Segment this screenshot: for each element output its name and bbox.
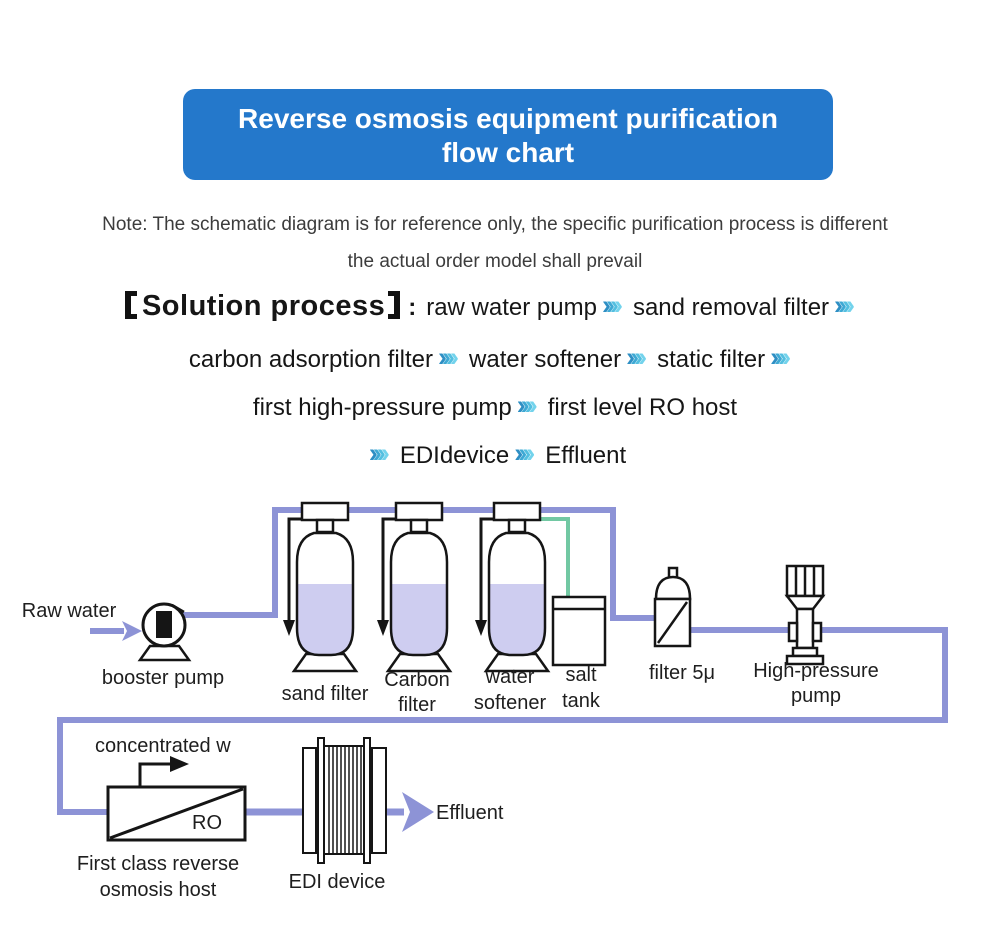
step-first-level-ro-host: first level RO host — [547, 394, 738, 421]
flow-chevrons-icon: ›››› — [438, 342, 459, 372]
high-pressure-pump-label-2: pump — [791, 685, 841, 707]
step-edi-device: EDIdevice — [399, 442, 510, 469]
filter-5u-label: filter 5μ — [649, 662, 715, 684]
flow-diagram: RO Raw water booster pump sand filter — [22, 501, 948, 901]
solution-line-2: carbon adsorption filter››››water soften… — [0, 340, 990, 378]
solution-prefix: Solution process — [141, 290, 386, 322]
ro-host-icon: RO — [106, 785, 247, 842]
booster-pump-icon — [137, 602, 192, 662]
main-pipe — [57, 507, 948, 815]
step-sand-removal-filter: sand removal filter — [632, 294, 830, 321]
step-raw-water-pump: raw water pump — [426, 294, 597, 321]
carbon-filter-tank-icon — [386, 501, 452, 673]
effluent-arrow-icon — [402, 792, 434, 832]
booster-pump-label: booster pump — [102, 667, 224, 689]
high-pressure-pump-icon — [784, 564, 826, 666]
water-softener-label-1: water — [485, 666, 535, 688]
edi-device-label: EDI device — [289, 871, 386, 893]
ro-host-label-2: osmosis host — [100, 879, 217, 901]
edi-device-icon — [302, 737, 387, 864]
solution-line-4: ››››EDIdevice››››Effluent — [0, 436, 990, 474]
feed-arrow-water-softener — [475, 517, 496, 636]
salt-tank-label-1: salt — [565, 664, 597, 686]
solution-line-1: Solution process:raw water pump››››sand … — [0, 288, 990, 326]
ro-label: RO — [192, 812, 222, 834]
water-softener-tank-icon — [484, 501, 550, 673]
salt-tank-icon — [551, 595, 607, 667]
ro-host-label-1: First class reverse — [77, 853, 239, 875]
step-water-softener: water softener — [469, 346, 622, 373]
step-first-high-pressure-pump: first high-pressure pump — [252, 394, 512, 421]
step-effluent: Effluent — [545, 442, 627, 469]
flow-chevrons-icon: ›››› — [601, 290, 623, 320]
title-banner: Reverse osmosis equipment purification f… — [183, 89, 833, 180]
filter-5u-icon — [653, 566, 692, 648]
title-line-2: flow chart — [441, 137, 575, 168]
lenticular-bracket-open-icon — [124, 291, 137, 319]
carbon-filter-label-1: Carbon — [384, 669, 450, 691]
sand-filter-label: sand filter — [282, 683, 369, 705]
effluent-label: Effluent — [436, 802, 504, 824]
flow-chevrons-icon: ›››› — [770, 342, 791, 372]
note-line-1: Note: The schematic diagram is for refer… — [102, 214, 888, 235]
raw-water-arrow-icon — [122, 621, 142, 641]
note-text: Note: The schematic diagram is for refer… — [0, 206, 990, 280]
solution-colon: : — [408, 294, 417, 321]
note-line-2: the actual order model shall prevail — [347, 251, 643, 272]
water-softener-label-2: softener — [474, 692, 547, 714]
step-static-filter: static filter — [657, 346, 766, 373]
title-line-1: Reverse osmosis equipment purification — [238, 103, 778, 134]
solution-process: Solution process:raw water pump››››sand … — [0, 288, 990, 484]
feed-arrow-sand-filter — [283, 517, 304, 636]
sand-filter-tank-icon — [292, 501, 358, 673]
concentrated-water-label: concentrated w — [95, 735, 231, 757]
step-carbon-adsorption-filter: carbon adsorption filter — [188, 346, 434, 373]
flow-chevrons-icon: ›››› — [834, 290, 855, 320]
carbon-filter-label-2: filter — [398, 694, 436, 716]
salt-tank-label-2: tank — [562, 690, 601, 712]
raw-water-label: Raw water — [22, 600, 117, 622]
flow-chevrons-icon: ›››› — [516, 390, 538, 420]
flow-chevrons-icon: ›››› — [514, 438, 535, 468]
lenticular-bracket-close-icon — [388, 291, 401, 319]
feed-arrow-carbon-filter — [377, 517, 398, 636]
flow-chevrons-icon: ›››› — [368, 438, 390, 468]
high-pressure-pump-label-1: High-pressure — [753, 660, 879, 682]
flow-chevrons-icon: ›››› — [626, 342, 647, 372]
concentrated-water-arrow-icon — [138, 756, 189, 787]
solution-line-3: first high-pressure pump›››› first level … — [0, 388, 990, 426]
